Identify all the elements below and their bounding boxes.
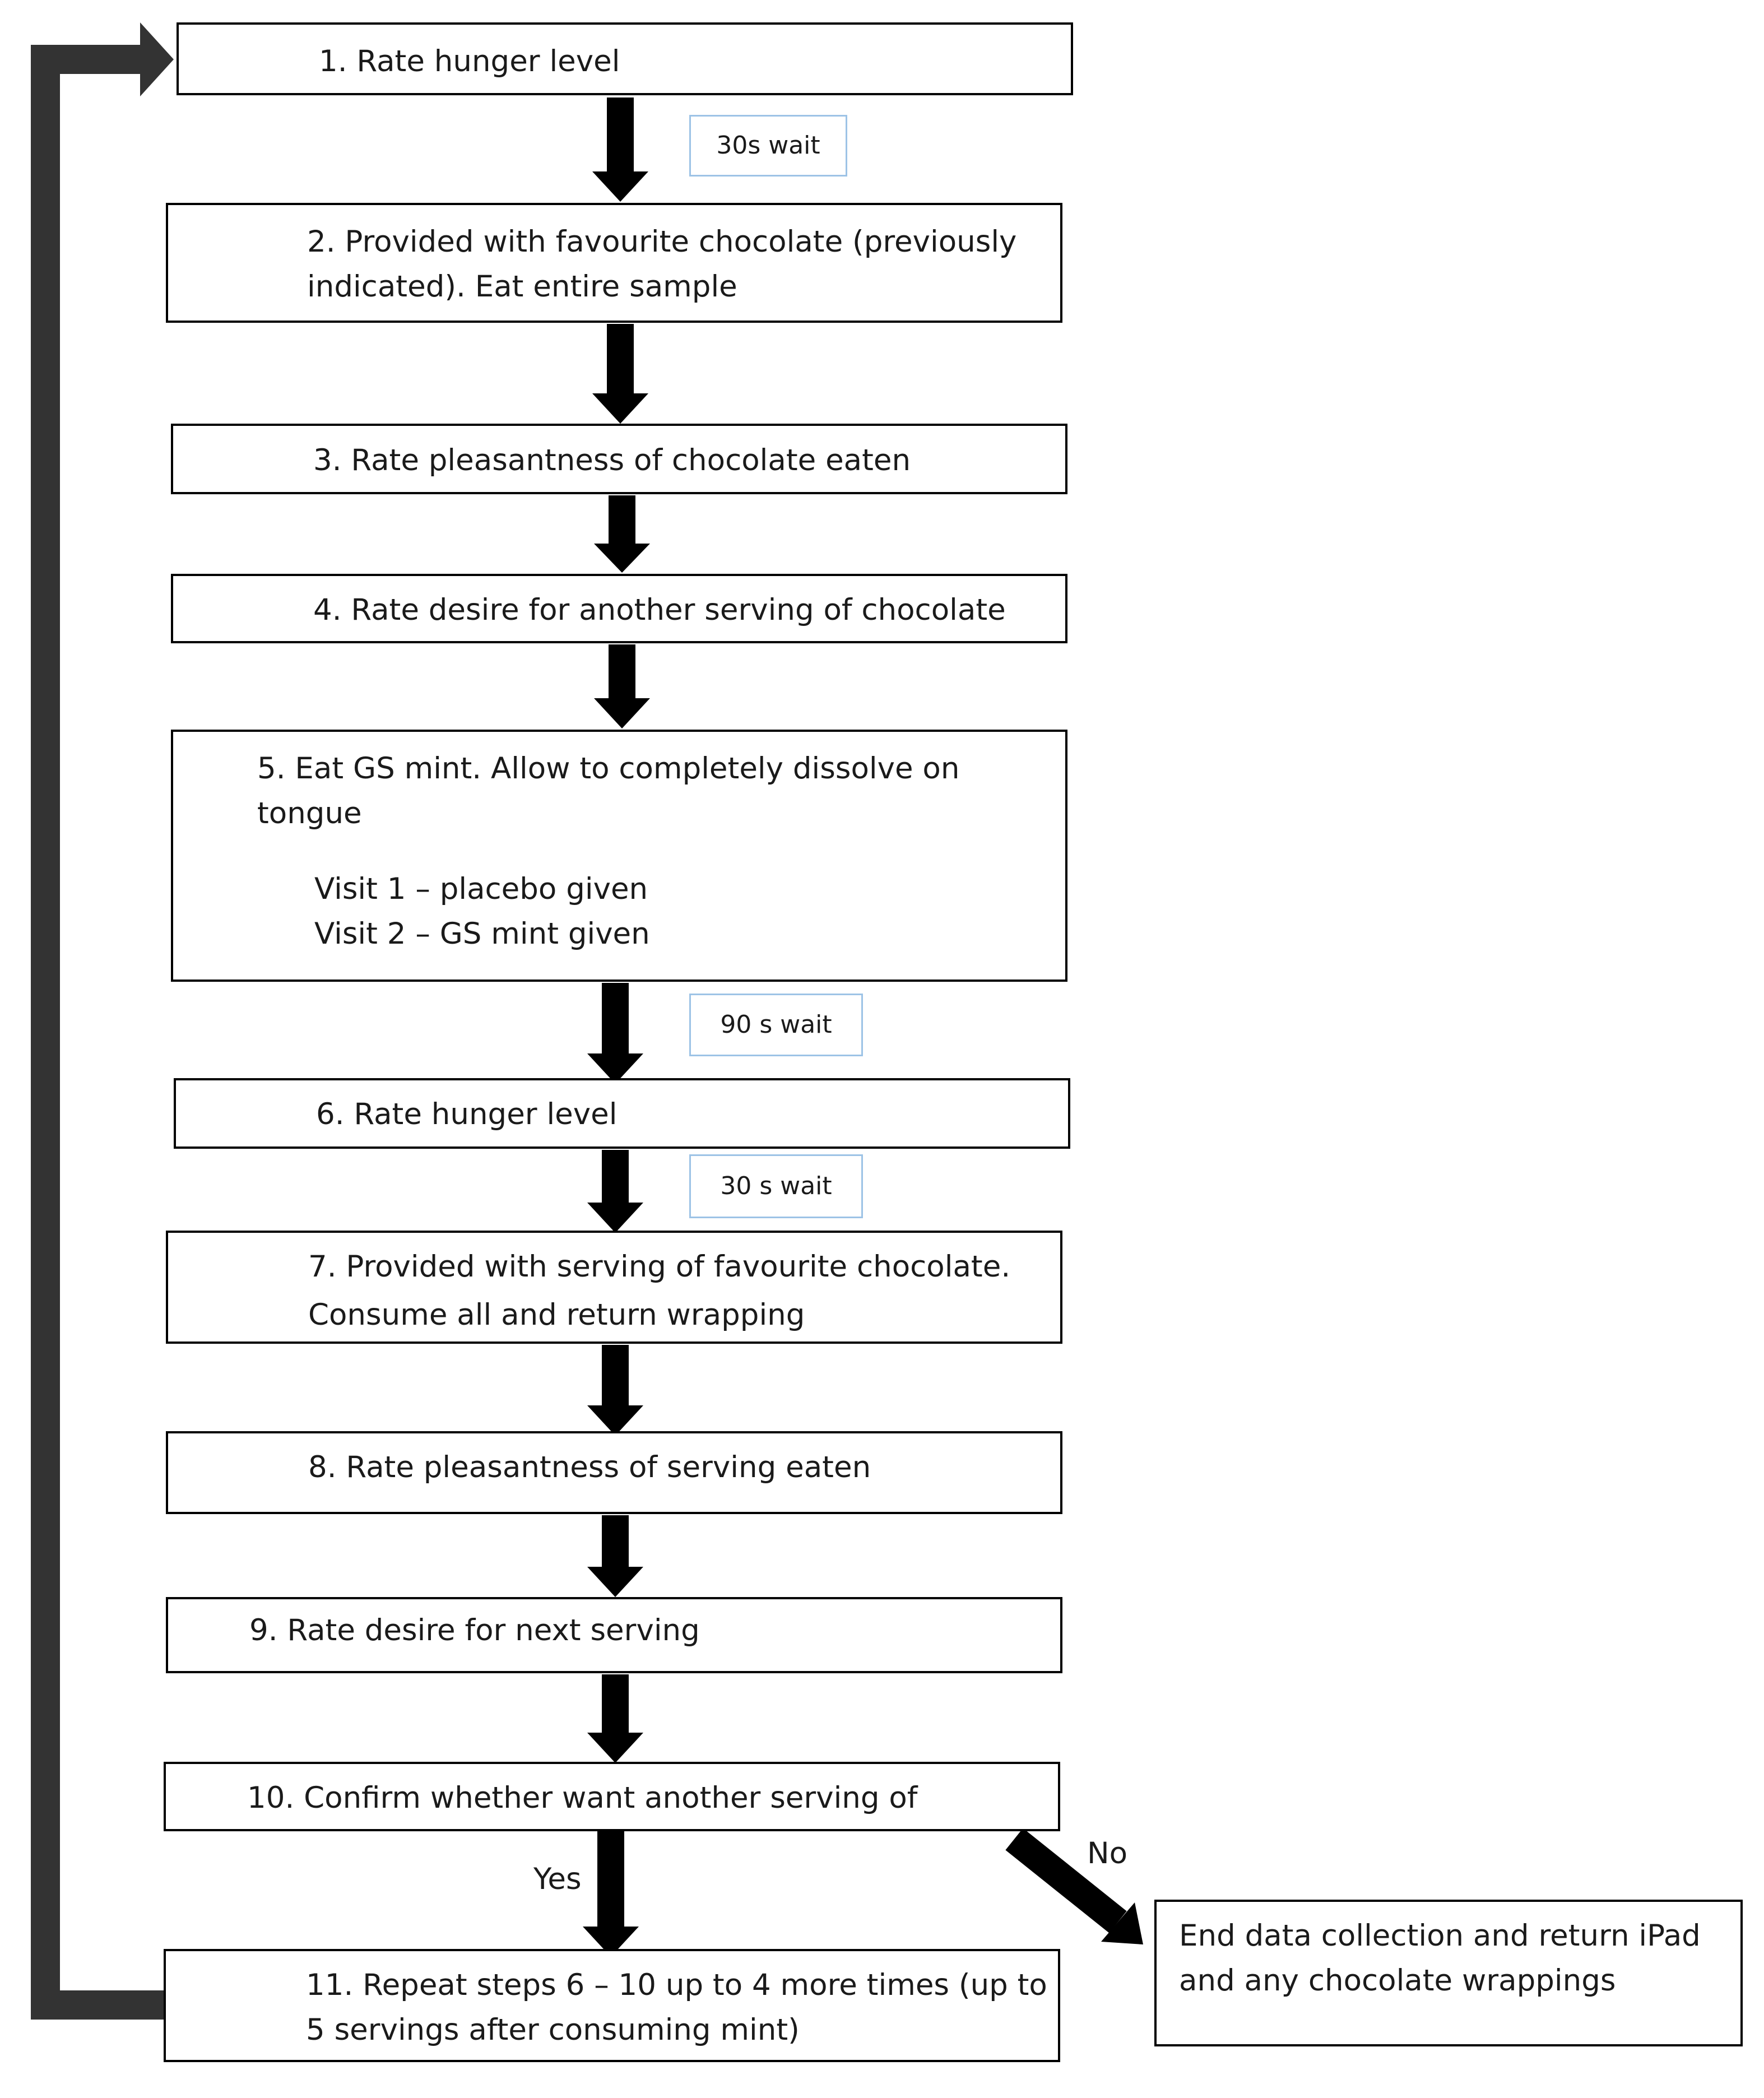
branch-no-label: No <box>1087 1836 1128 1870</box>
arrow-step6-to-step7 <box>587 1150 643 1233</box>
step-5-visit-1: Visit 1 – placebo given <box>314 872 648 906</box>
arrow-step1-to-step2 <box>592 98 648 202</box>
step-10-label: 10. Confirm whether want another serving… <box>247 1781 918 1815</box>
step-9-box: 9. Rate desire for next serving <box>166 1597 1062 1673</box>
loop-back-arrow <box>31 22 174 2020</box>
step-4-box: 4. Rate desire for another serving of ch… <box>171 574 1067 643</box>
end-label-line2: and any chocolate wrappings <box>1179 1964 1616 1998</box>
wait-30s-label-1: 30s wait <box>689 115 847 177</box>
step-5-label-line2: tongue <box>257 796 362 830</box>
arrow-step5-to-step6 <box>587 983 643 1084</box>
step-8-label: 8. Rate pleasantness of serving eaten <box>308 1450 871 1484</box>
step-7-label-line2: Consume all and return wrapping <box>308 1298 805 1332</box>
wait-30s-label-2: 30 s wait <box>689 1154 863 1218</box>
step-6-box: 6. Rate hunger level <box>174 1078 1070 1149</box>
arrow-step3-to-step4 <box>594 495 650 573</box>
wait-90s-label: 90 s wait <box>689 994 863 1056</box>
arrow-step7-to-step8 <box>587 1345 643 1436</box>
step-11-label-line1: 11. Repeat steps 6 – 10 up to 4 more tim… <box>306 1968 1047 2002</box>
step-9-label: 9. Rate desire for next serving <box>249 1613 700 1647</box>
step-10-box: 10. Confirm whether want another serving… <box>164 1762 1060 1831</box>
step-7-box: 7. Provided with serving of favourite ch… <box>166 1231 1062 1344</box>
step-11-box: 11. Repeat steps 6 – 10 up to 4 more tim… <box>164 1949 1060 2062</box>
step-5-box: 5. Eat GS mint. Allow to completely diss… <box>171 730 1067 982</box>
step-6-label: 6. Rate hunger level <box>316 1097 618 1131</box>
arrow-step2-to-step3 <box>592 324 648 424</box>
arrow-step10-to-step11-yes <box>583 1831 639 1957</box>
step-8-box: 8. Rate pleasantness of serving eaten <box>166 1431 1062 1514</box>
step-7-label-line1: 7. Provided with serving of favourite ch… <box>308 1250 1011 1284</box>
step-2-label-line2: indicated). Eat entire sample <box>307 270 737 304</box>
step-1-box: 1. Rate hunger level <box>177 22 1073 95</box>
step-3-box: 3. Rate pleasantness of chocolate eaten <box>171 424 1067 494</box>
arrow-step4-to-step5 <box>594 644 650 728</box>
arrow-step9-to-step10 <box>587 1674 643 1763</box>
step-11-label-line2: 5 servings after consuming mint) <box>306 2013 800 2047</box>
arrow-step10-to-end-no <box>1005 1828 1143 1944</box>
step-2-label-line1: 2. Provided with favourite chocolate (pr… <box>307 225 1017 259</box>
step-4-label: 4. Rate desire for another serving of ch… <box>313 593 1006 627</box>
end-box: End data collection and return iPad and … <box>1154 1900 1743 2046</box>
step-3-label: 3. Rate pleasantness of chocolate eaten <box>313 443 911 477</box>
arrow-step8-to-step9 <box>587 1515 643 1597</box>
step-5-label-line1: 5. Eat GS mint. Allow to completely diss… <box>257 751 960 786</box>
end-label-line1: End data collection and return iPad <box>1179 1919 1701 1953</box>
step-5-visit-2: Visit 2 – GS mint given <box>314 917 650 951</box>
step-1-label: 1. Rate hunger level <box>319 44 620 78</box>
step-2-box: 2. Provided with favourite chocolate (pr… <box>166 203 1062 323</box>
branch-yes-label: Yes <box>533 1862 582 1896</box>
